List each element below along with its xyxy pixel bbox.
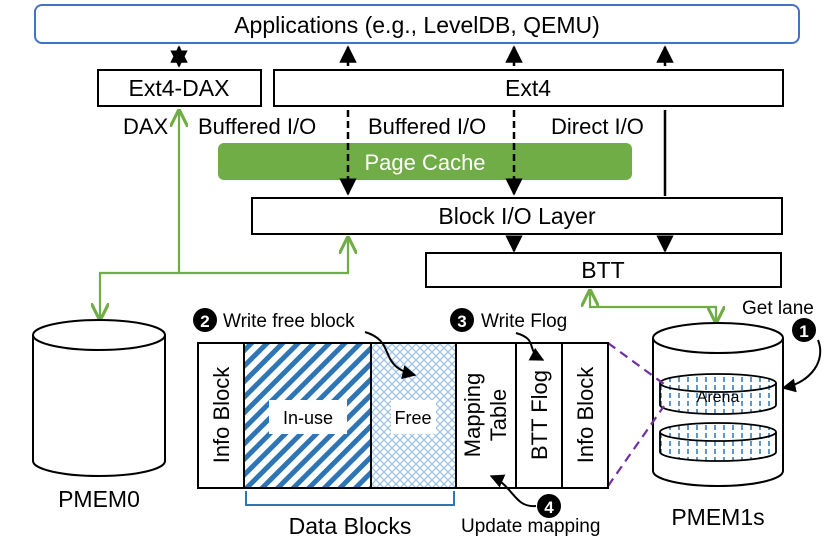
info-block-right-cell	[561, 342, 609, 489]
btt-label: BTT	[581, 257, 624, 283]
btt-flog-cell	[515, 342, 563, 489]
applications-label: Applications (e.g., LevelDB, QEMU)	[234, 12, 600, 38]
step4-label: Update mapping	[461, 516, 600, 537]
ext4-dax-label: Ext4-DAX	[129, 75, 230, 101]
ext4-dax-box	[97, 69, 262, 107]
free-label-bg	[391, 400, 436, 434]
step3-number: 3	[457, 312, 466, 331]
pmem0-blockio-path	[179, 238, 348, 275]
step1-badge	[792, 318, 816, 342]
step3-arrow	[515, 332, 545, 361]
step4-badge	[537, 494, 561, 518]
info-block-right-label: Info Block	[573, 366, 598, 464]
mapping-table-label-line2: Table	[486, 389, 511, 442]
step3-badge	[450, 308, 474, 332]
step1-label: Get lane	[742, 298, 814, 319]
step4-number: 4	[544, 498, 554, 517]
data-blocks-brace	[245, 491, 455, 506]
info-block-left-cell	[197, 342, 245, 489]
step2-badge	[193, 308, 217, 332]
step1-number: 1	[799, 322, 808, 341]
direct-io-label: Direct I/O	[551, 114, 644, 139]
in-use-label-bg	[269, 400, 347, 434]
pmem0-cylinder	[32, 319, 166, 477]
arena-label: Arena	[697, 389, 740, 406]
mapping-table-cell	[455, 342, 517, 489]
block-io-layer-label: Block I/O Layer	[438, 203, 596, 229]
btt-pmem1s-path	[590, 291, 716, 322]
step2-arrow	[364, 331, 417, 379]
step2-number: 2	[200, 312, 209, 331]
step2-label: Write free block	[223, 311, 355, 332]
pmem0-label: PMEM0	[58, 486, 140, 512]
pmem1s-label: PMEM1s	[671, 504, 764, 530]
step3-label: Write Flog	[481, 311, 567, 332]
dax-label: DAX	[123, 114, 169, 139]
data-blocks-label: Data Blocks	[289, 513, 412, 539]
btt-flog-label: BTT Flog	[527, 370, 552, 460]
page-cache-label: Page Cache	[364, 150, 485, 175]
free-label: Free	[394, 408, 431, 428]
applications-box	[34, 4, 800, 44]
buffered-io-right-label: Buffered I/O	[368, 114, 486, 139]
in-use-label: In-use	[283, 408, 333, 428]
arena-band-2	[659, 422, 777, 462]
pmem0-dax-path	[100, 111, 179, 319]
step1-arrow	[781, 339, 822, 393]
page-cache-box	[218, 143, 632, 180]
info-block-left-label: Info Block	[209, 366, 234, 464]
ext4-box	[273, 69, 784, 107]
block-io-layer-box	[251, 197, 783, 235]
arena-connector-bottom	[607, 405, 665, 487]
mapping-table-label-line1: Mapping	[460, 373, 485, 457]
btt-box	[425, 252, 782, 288]
arena-connector-top	[607, 342, 665, 385]
step4-arrow	[489, 474, 537, 508]
ext4-label: Ext4	[505, 75, 551, 101]
buffered-io-left-label: Buffered I/O	[198, 114, 316, 139]
arena-band	[659, 373, 777, 415]
